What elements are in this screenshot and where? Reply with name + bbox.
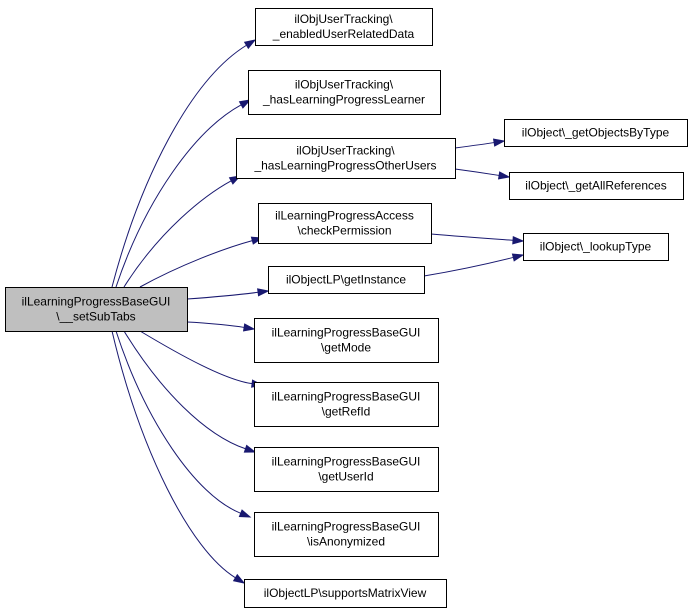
function-node[interactable]: ilObject\_getObjectsByType	[504, 119, 688, 147]
function-node[interactable]: ilLearningProgressAccess\checkPermission	[258, 203, 432, 244]
edge-line	[115, 104, 242, 288]
node-label-line: ilObjectLP\getInstance	[286, 273, 406, 287]
edge-line	[454, 168, 500, 176]
edge-line	[454, 142, 495, 149]
node-label-line: ilObjectLP\supportsMatrixView	[264, 586, 427, 600]
node-box	[244, 579, 447, 608]
node-label-line: ilLearningProgressBaseGUI	[272, 326, 421, 340]
node-label-line: ilLearningProgressBaseGUI	[272, 455, 421, 469]
arrowhead	[243, 39, 257, 50]
edge-line	[186, 291, 259, 300]
node-label-line: ilLearningProgressBaseGUI	[272, 520, 421, 534]
edge-root-to-n6	[186, 321, 256, 332]
edge-line	[123, 330, 246, 450]
edge-root-to-n7	[139, 330, 264, 388]
edge-line	[139, 330, 253, 385]
node-label-line: ilObjUserTracking\	[295, 78, 394, 92]
node-label-line: \getRefId	[322, 405, 371, 419]
function-node[interactable]: ilObjectLP\getInstance	[268, 266, 425, 294]
node-box	[248, 70, 441, 115]
edge-root-to-n5	[186, 288, 270, 300]
node-label-line: ilObject\_getObjectsByType	[522, 126, 670, 140]
node-label-line: ilObjUserTracking\	[294, 12, 393, 26]
node-label-line: _hasLearningProgressLearner	[262, 93, 425, 107]
edge-root-to-n8	[123, 330, 257, 453]
edge-n3-to-n11	[454, 138, 506, 149]
edge-line	[430, 233, 514, 241]
node-label-line: ilObject\_lookupType	[540, 240, 652, 254]
function-node[interactable]: ilObjUserTracking\_hasLearningProgressOt…	[236, 138, 456, 179]
edge-line	[139, 240, 253, 288]
node-box	[268, 266, 425, 294]
node-box	[236, 138, 456, 179]
node-label-line: \getMode	[321, 341, 371, 355]
node-box	[254, 382, 439, 427]
edge-root-to-n10	[111, 330, 246, 584]
function-node[interactable]: ilObjUserTracking\_enabledUserRelatedDat…	[255, 8, 433, 46]
arrowhead	[238, 99, 252, 109]
arrowhead	[243, 444, 257, 453]
node-box	[258, 203, 432, 244]
node-label-line: _enabledUserRelatedData	[272, 27, 415, 41]
node-box	[523, 233, 669, 261]
function-node[interactable]: ilObjUserTracking\_hasLearningProgressLe…	[248, 70, 441, 115]
node-label-line: \getUserId	[318, 470, 373, 484]
node-label-line: \isAnonymized	[307, 535, 385, 549]
function-node[interactable]: ilLearningProgressBaseGUI\isAnonymized	[254, 512, 439, 557]
arrowhead	[492, 138, 506, 147]
node-label-line: ilObjUserTracking\	[296, 144, 395, 158]
function-node[interactable]: ilLearningProgressBaseGUI\getMode	[254, 318, 439, 363]
edge-root-to-n3	[123, 175, 242, 288]
edge-line	[186, 321, 245, 328]
edge-line	[123, 180, 232, 288]
node-box	[254, 447, 439, 492]
node-box	[509, 172, 684, 200]
edge-line	[115, 330, 241, 514]
node-box	[255, 8, 433, 46]
node-label-line: _hasLearningProgressOtherUsers	[253, 159, 436, 173]
arrowhead	[232, 573, 246, 584]
node-box	[254, 318, 439, 363]
edge-root-to-n9	[115, 330, 252, 518]
node-label-line: \__setSubTabs	[56, 310, 135, 324]
node-box	[5, 287, 188, 332]
function-node[interactable]: ilObjectLP\supportsMatrixView	[244, 579, 447, 608]
edge-n5-to-n13	[423, 253, 525, 277]
node-box	[254, 512, 439, 557]
node-label-line: \checkPermission	[297, 224, 391, 238]
edge-layer	[111, 39, 525, 584]
edge-line	[111, 44, 247, 288]
edge-line	[423, 256, 514, 277]
node-layer: ilLearningProgressBaseGUI\__setSubTabsil…	[5, 8, 688, 608]
edge-line	[111, 330, 236, 579]
node-box	[504, 119, 688, 147]
arrowhead	[238, 509, 252, 518]
arrowhead	[512, 236, 525, 245]
edge-root-to-n4	[139, 236, 264, 288]
edge-n3-to-n12	[454, 168, 511, 180]
function-node[interactable]: ilObject\_getAllReferences	[509, 172, 684, 200]
edge-root-to-n1	[111, 39, 257, 288]
node-label-line: ilLearningProgressAccess	[275, 209, 414, 223]
arrowhead	[511, 253, 525, 262]
node-label-line: ilObject\_getAllReferences	[525, 179, 666, 193]
edge-n4-to-n13	[430, 233, 525, 245]
arrowhead	[497, 171, 511, 180]
function-node[interactable]: ilObject\_lookupType	[523, 233, 669, 261]
function-node[interactable]: ilLearningProgressBaseGUI\getRefId	[254, 382, 439, 427]
node-label-line: ilLearningProgressBaseGUI	[272, 390, 421, 404]
node-label-line: ilLearningProgressBaseGUI	[22, 295, 171, 309]
arrowhead	[242, 323, 256, 332]
function-node[interactable]: ilLearningProgressBaseGUI\getUserId	[254, 447, 439, 492]
root-node[interactable]: ilLearningProgressBaseGUI\__setSubTabs	[5, 287, 188, 332]
arrowhead	[257, 288, 270, 297]
edge-root-to-n2	[115, 99, 252, 288]
